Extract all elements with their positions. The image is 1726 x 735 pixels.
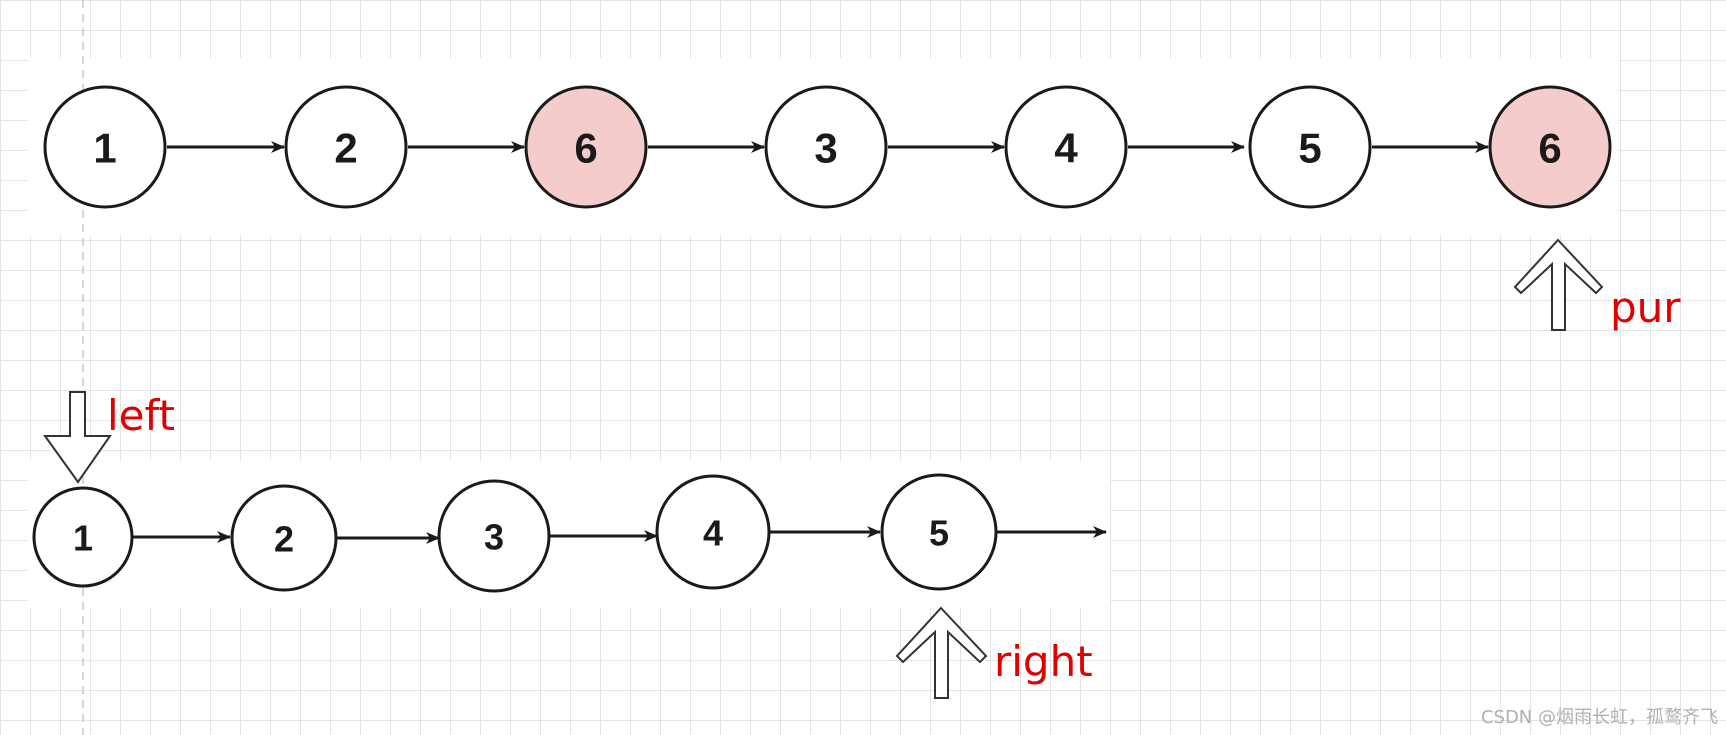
bottom-node-1-circle <box>32 486 134 588</box>
left-pointer-label: left <box>107 391 175 440</box>
pur-pointer: pur <box>1513 238 1681 332</box>
bottom-node-1-label: 1 <box>73 518 93 559</box>
top-node-4-circle <box>764 85 888 209</box>
top-node-2-label: 2 <box>334 125 357 172</box>
top-node-5: 4 <box>1004 85 1128 209</box>
bottom-node-2: 2 <box>230 484 338 592</box>
top-node-6-circle <box>1248 85 1372 209</box>
right-pointer-arrow-icon <box>895 606 988 699</box>
top-node-6-label: 5 <box>1298 125 1321 172</box>
bottom-node-4-circle <box>655 474 771 590</box>
bottom-node-1: 1 <box>32 486 134 588</box>
left-pointer: left <box>43 391 175 484</box>
bottom-node-2-label: 2 <box>274 519 294 560</box>
top-node-5-circle <box>1004 85 1128 209</box>
right-pointer-label: right <box>994 637 1093 686</box>
top-node-3-circle <box>524 85 648 209</box>
top-node-4-label: 3 <box>814 125 837 172</box>
csdn-watermark: CSDN @烟雨长虹，孤鹜齐飞 <box>1480 707 1718 728</box>
bottom-node-3: 3 <box>437 479 551 593</box>
bottom-node-3-label: 3 <box>484 517 504 558</box>
bottom-node-2-circle <box>230 484 338 592</box>
top-node-2-circle <box>284 85 408 209</box>
top-node-1: 1 <box>43 85 167 209</box>
top-node-6: 5 <box>1248 85 1372 209</box>
top-node-1-circle <box>43 85 167 209</box>
bottom-node-4: 4 <box>655 474 771 590</box>
top-node-3-label: 6 <box>574 125 597 172</box>
top-node-4: 3 <box>764 85 888 209</box>
top-node-7: 6 <box>1488 85 1612 209</box>
bottom-node-3-circle <box>437 479 551 593</box>
bottom-node-5-label: 5 <box>929 513 949 554</box>
bottom-node-5: 5 <box>880 473 998 591</box>
top-node-7-label: 6 <box>1538 125 1561 172</box>
right-pointer: right <box>895 606 1093 699</box>
bottom-node-5-circle <box>880 473 998 591</box>
bottom-node-4-label: 4 <box>703 513 723 554</box>
bottom-linked-list: 1 2 3 4 5 <box>32 473 1107 593</box>
top-node-1-label: 1 <box>93 125 116 172</box>
top-node-3: 6 <box>524 85 648 209</box>
top-node-5-label: 4 <box>1054 125 1078 172</box>
left-pointer-arrow-icon <box>43 391 112 484</box>
top-node-7-circle <box>1488 85 1612 209</box>
pur-pointer-label: pur <box>1610 283 1681 332</box>
top-linked-list: 1 2 6 3 4 5 6 <box>43 85 1612 209</box>
top-node-2: 2 <box>284 85 408 209</box>
pur-pointer-arrow-icon <box>1513 238 1604 331</box>
